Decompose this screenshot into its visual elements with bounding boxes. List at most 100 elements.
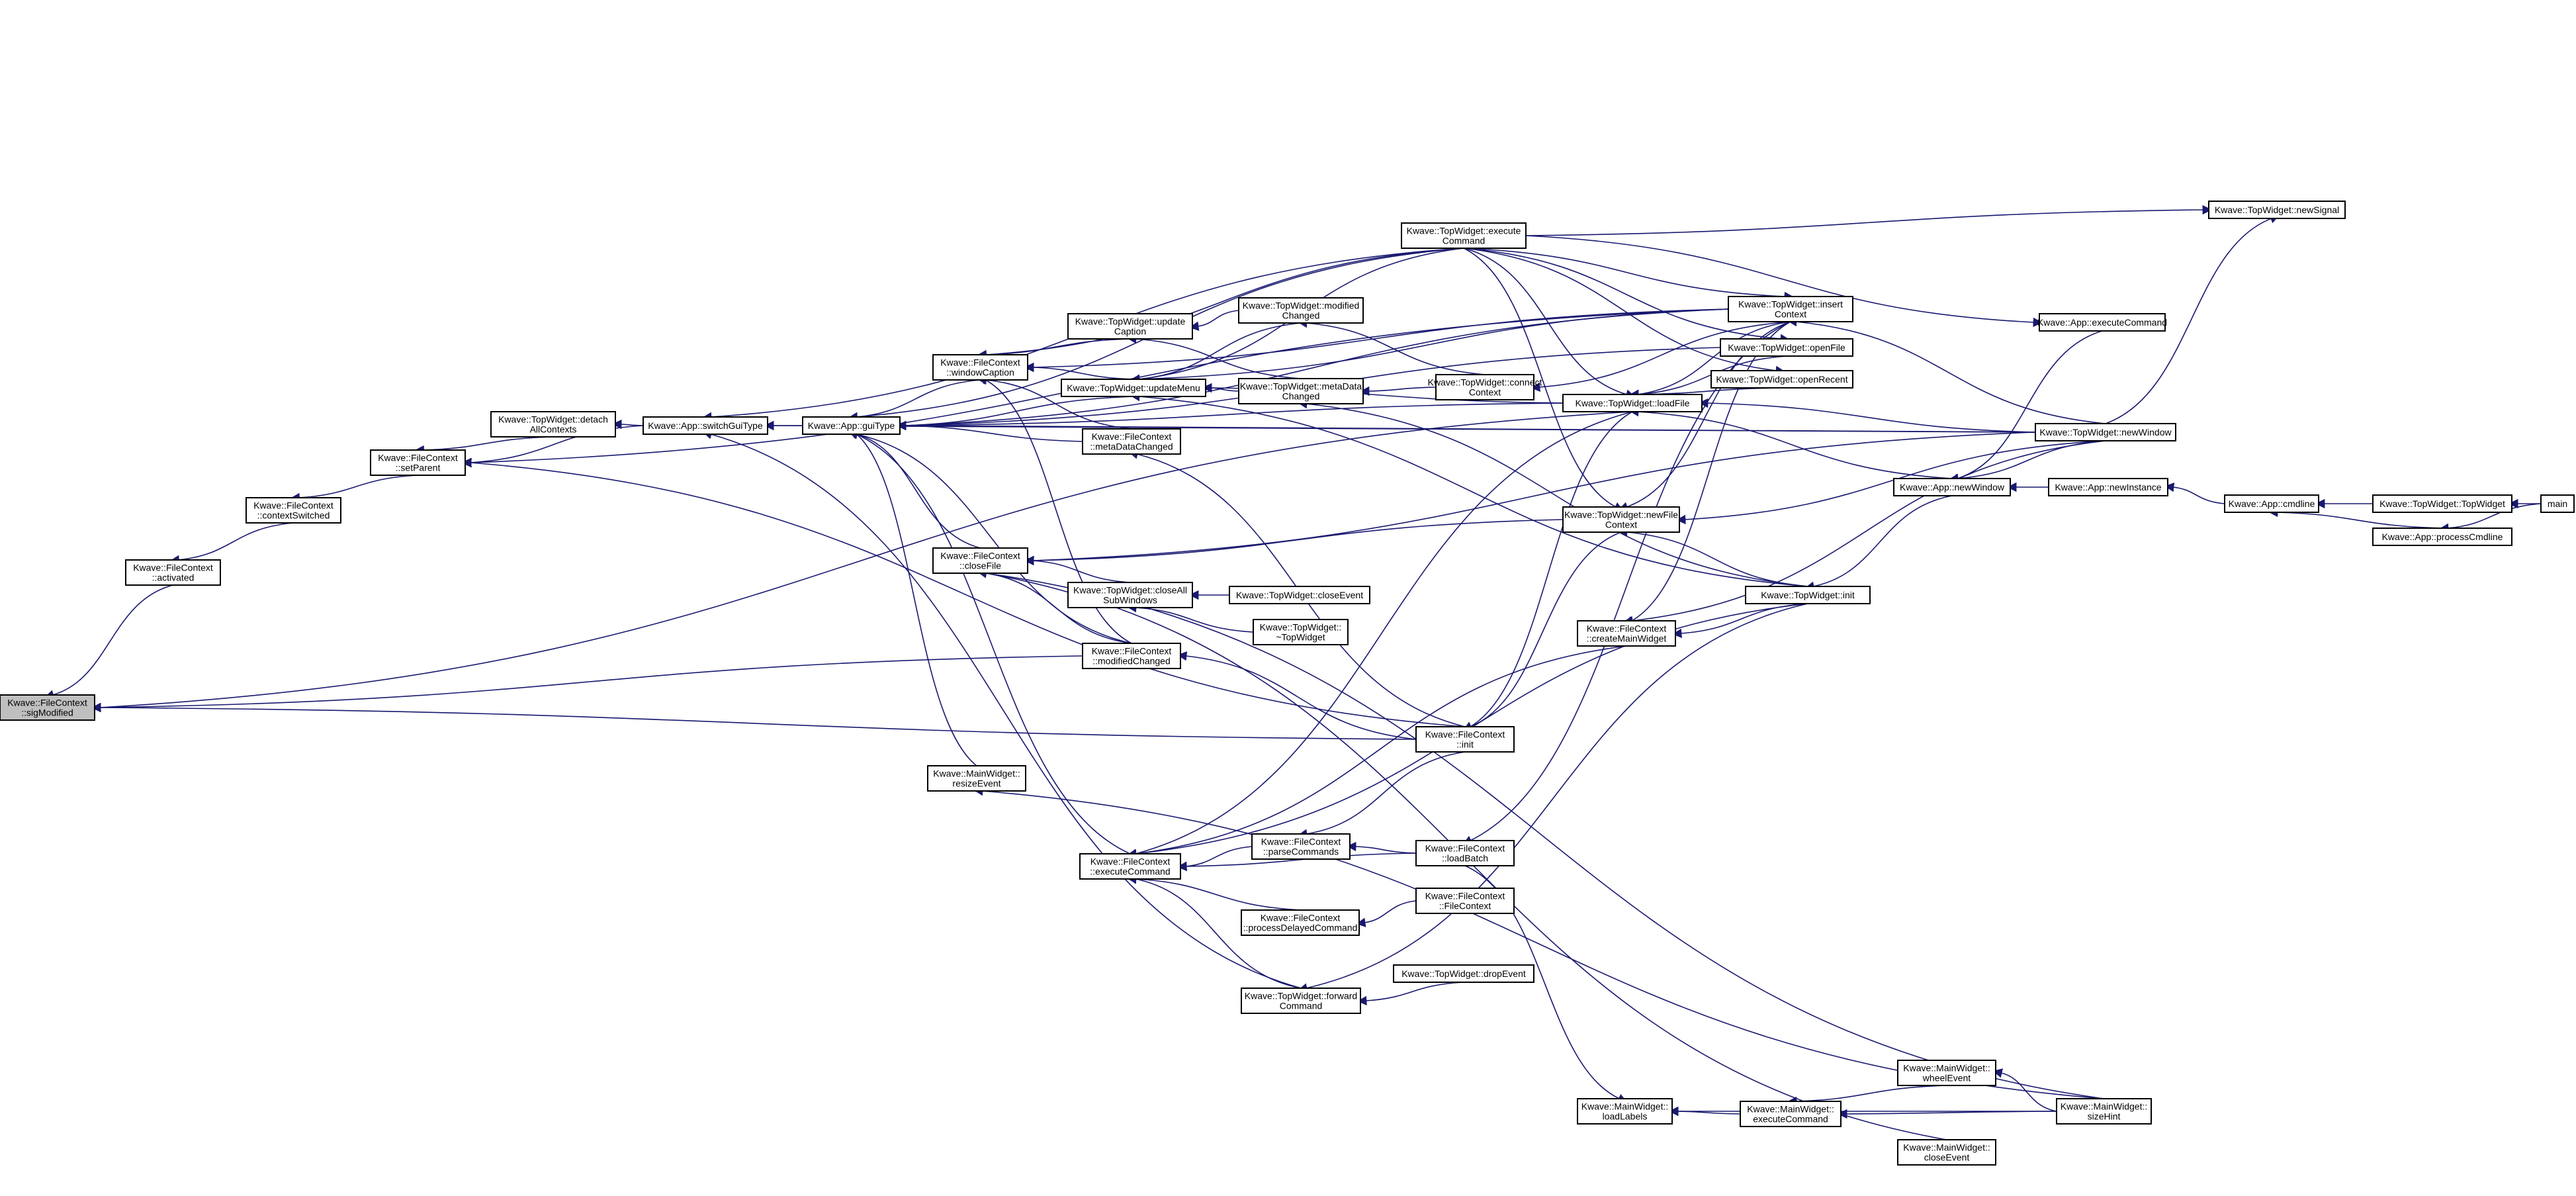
edge-line bbox=[1024, 519, 1564, 566]
node-modified-changed-tw[interactable]: Kwave::TopWidget::modifiedChanged bbox=[1238, 297, 1364, 324]
node-label: Kwave::App::guiType bbox=[808, 420, 895, 431]
node-load-labels[interactable]: Kwave::MainWidget::loadLabels bbox=[1577, 1098, 1673, 1125]
node-size-hint[interactable]: Kwave::MainWidget::sizeHint bbox=[2056, 1098, 2152, 1125]
node-drop-event[interactable]: Kwave::TopWidget::dropEvent bbox=[1393, 964, 1534, 983]
edge-line bbox=[91, 655, 1083, 713]
edge-update-menu-to-window-caption bbox=[1024, 362, 1134, 380]
node-ctor-top-widget[interactable]: Kwave::TopWidget::TopWidget bbox=[2372, 494, 2512, 513]
node-wheel-event[interactable]: Kwave::MainWidget::wheelEvent bbox=[1897, 1060, 1996, 1086]
node-init-fc[interactable]: Kwave::FileContext::init bbox=[1415, 726, 1515, 753]
node-main[interactable]: main bbox=[2540, 494, 2575, 513]
edge-dtor-top-widget-to-close-all-sub-windows bbox=[1127, 602, 1254, 633]
node-gui-type[interactable]: Kwave::App::guiType bbox=[802, 416, 901, 435]
node-box bbox=[245, 497, 341, 524]
edge-line bbox=[848, 430, 981, 549]
node-sig-modified[interactable]: Kwave::FileContext::sigModified bbox=[0, 694, 95, 721]
edge-line bbox=[1462, 531, 1622, 731]
node-new-instance[interactable]: Kwave::App::newInstance bbox=[2048, 478, 2168, 496]
edge-line bbox=[1464, 865, 1628, 1103]
node-close-file[interactable]: Kwave::FileContext::closeFile bbox=[932, 547, 1028, 574]
edge-init-fc-to-parse-commands bbox=[1298, 751, 1466, 839]
edge-line bbox=[1024, 555, 1131, 583]
node-update-menu[interactable]: Kwave::TopWidget::updateMenu bbox=[1061, 379, 1206, 397]
node-open-recent[interactable]: Kwave::TopWidget::openRecent bbox=[1710, 370, 1853, 389]
edge-line bbox=[1838, 1109, 2057, 1119]
edge-line bbox=[1618, 321, 1791, 512]
node-new-window-app[interactable]: Kwave::App::newWindow bbox=[1893, 478, 2011, 496]
node-create-main-widget[interactable]: Kwave::FileContext::createMainWidget bbox=[1577, 620, 1676, 647]
node-meta-data-changed-tw[interactable]: Kwave::TopWidget::metaDataChanged bbox=[1238, 378, 1364, 404]
node-execute-command-app[interactable]: Kwave::App::executeCommand bbox=[2037, 313, 2167, 332]
edge-line bbox=[91, 702, 1417, 740]
node-label: Kwave::FileContext bbox=[1425, 843, 1505, 854]
node-label: Kwave::TopWidget::updateMenu bbox=[1067, 383, 1200, 393]
node-close-event-tw[interactable]: Kwave::TopWidget::closeEvent bbox=[1229, 586, 1370, 604]
node-box bbox=[1745, 586, 1871, 604]
edge-connect-context-to-modified-changed-tw bbox=[1298, 318, 1486, 375]
node-activated[interactable]: Kwave::FileContext::activated bbox=[125, 559, 221, 586]
node-dtor-top-widget[interactable]: Kwave::TopWidget::~TopWidget bbox=[1253, 619, 1349, 645]
node-new-signal[interactable]: Kwave::TopWidget::newSignal bbox=[2208, 201, 2346, 219]
node-resize-event[interactable]: Kwave::MainWidget::resizeEvent bbox=[927, 765, 1026, 792]
edge-line bbox=[1298, 399, 1808, 587]
node-box bbox=[1061, 379, 1206, 397]
node-process-cmdline[interactable]: Kwave::App::processCmdline bbox=[2372, 528, 2512, 546]
node-load-file[interactable]: Kwave::TopWidget::loadFile bbox=[1562, 394, 1703, 412]
node-ctor-file-context[interactable]: Kwave::FileContext::FileContext bbox=[1415, 888, 1515, 914]
node-parse-commands[interactable]: Kwave::FileContext::parseCommands bbox=[1251, 833, 1351, 860]
node-label: Command bbox=[1443, 236, 1486, 246]
edge-update-caption-to-window-caption bbox=[977, 338, 1131, 360]
edge-line bbox=[612, 419, 644, 430]
edge-line bbox=[702, 430, 1302, 989]
edge-line bbox=[1629, 355, 1787, 400]
edge-line bbox=[2439, 503, 2542, 533]
node-init-tw[interactable]: Kwave::TopWidget::init bbox=[1745, 586, 1871, 604]
edge-open-file-to-load-file bbox=[1629, 355, 1787, 400]
node-context-switched[interactable]: Kwave::FileContext::contextSwitched bbox=[245, 497, 341, 524]
edge-line bbox=[1623, 440, 2106, 625]
node-modified-changed-fc[interactable]: Kwave::FileContext::modifiedChanged bbox=[1082, 643, 1181, 669]
node-label: ::metaDataChanged bbox=[1090, 441, 1173, 452]
node-open-file[interactable]: Kwave::TopWidget::openFile bbox=[1720, 338, 1853, 357]
node-box bbox=[2372, 528, 2512, 546]
node-label: loadLabels bbox=[1603, 1111, 1648, 1122]
node-load-batch[interactable]: Kwave::FileContext::loadBatch bbox=[1415, 840, 1515, 866]
edge-line bbox=[2164, 482, 2225, 504]
node-execute-command-tw[interactable]: Kwave::TopWidget::executeCommand bbox=[1401, 222, 1527, 249]
edge-size-hint-to-close-file bbox=[977, 569, 2104, 1099]
node-execute-command-fc[interactable]: Kwave::FileContext::executeCommand bbox=[1079, 853, 1181, 880]
edge-process-cmdline-to-cmdline bbox=[2268, 507, 2443, 529]
node-label: Changed bbox=[1282, 391, 1320, 402]
node-box bbox=[1728, 296, 1853, 322]
edge-load-batch-to-load-labels bbox=[1464, 865, 1628, 1103]
edge-meta-data-changed-tw-to-update-caption bbox=[1127, 334, 1302, 379]
node-label: Kwave::TopWidget:: bbox=[1260, 622, 1342, 633]
edge-line bbox=[1618, 527, 1808, 587]
node-label: Kwave::FileContext bbox=[253, 500, 333, 511]
node-execute-command-mw[interactable]: Kwave::MainWidget::executeCommand bbox=[1740, 1101, 1842, 1127]
node-window-caption[interactable]: Kwave::FileContext::windowCaption bbox=[932, 354, 1028, 381]
node-process-delayed-command[interactable]: Kwave::FileContext::processDelayedComman… bbox=[1241, 909, 1360, 936]
edge-activated-to-sig-modified bbox=[44, 584, 173, 700]
edge-line bbox=[1463, 248, 1794, 302]
node-meta-data-changed-fc[interactable]: Kwave::FileContext::metaDataChanged bbox=[1082, 428, 1181, 455]
node-set-parent[interactable]: Kwave::FileContext::setParent bbox=[370, 449, 466, 476]
node-switch-gui-type[interactable]: Kwave::App::switchGuiType bbox=[643, 416, 768, 435]
edge-line bbox=[1189, 310, 1239, 331]
edge-line bbox=[977, 248, 1464, 360]
node-label: Kwave::MainWidget:: bbox=[933, 768, 1020, 779]
node-label: wheelEvent bbox=[1922, 1073, 1971, 1083]
edge-line bbox=[1787, 1085, 1947, 1107]
node-new-window-tw[interactable]: Kwave::TopWidget::newWindow bbox=[2035, 423, 2176, 441]
edge-modified-changed-tw-to-update-menu bbox=[1130, 322, 1302, 385]
node-close-event-mw[interactable]: Kwave::MainWidget::closeEvent bbox=[1897, 1139, 1996, 1166]
node-label: Kwave::FileContext bbox=[7, 698, 87, 708]
node-cmdline[interactable]: Kwave::App::cmdline bbox=[2224, 494, 2319, 513]
